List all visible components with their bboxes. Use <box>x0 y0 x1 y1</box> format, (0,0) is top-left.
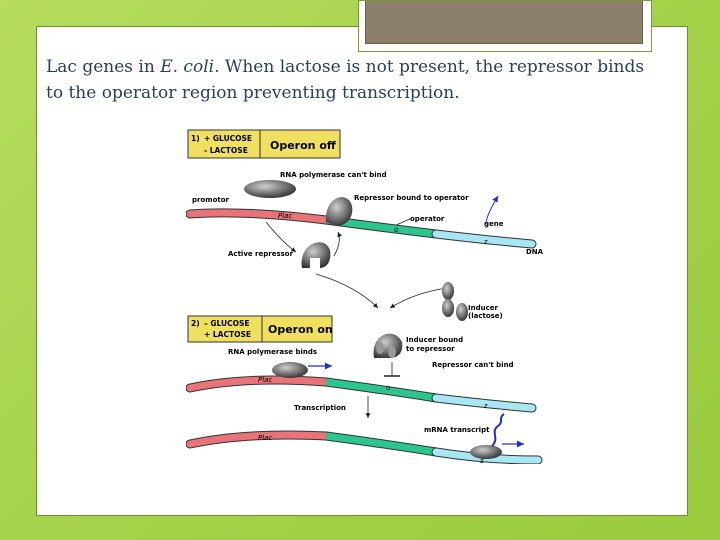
gene-mark-1: z <box>484 238 488 246</box>
inducer-bound-label: Inducer bound <box>406 336 463 344</box>
panel2-operon-on: Operon on <box>268 323 333 336</box>
rna-polymerase-3 <box>470 445 502 459</box>
transcription-label: Transcription <box>294 404 346 412</box>
inducer-label: Inducer <box>468 304 498 312</box>
slide-frame <box>36 26 688 516</box>
dna-label: DNA <box>526 248 544 256</box>
caption-text-1: Lac genes in <box>46 57 161 77</box>
to-repressor-label: to repressor <box>406 345 455 353</box>
gene-mark-3: z <box>480 457 484 464</box>
panel1-number: 1) <box>191 134 200 143</box>
panel1-label-box: 1) + GLUCOSE - LACTOSE Operon off <box>187 129 341 159</box>
mrna-strand <box>491 413 505 447</box>
rna-polymerase-1 <box>244 180 296 198</box>
rna-polymerase-2 <box>272 362 308 378</box>
mrna-transcript-label: mRNA transcript <box>424 426 490 434</box>
dna-strand-1 <box>185 208 537 249</box>
panel2-number: 2) <box>191 319 200 328</box>
promoter-label: promotor <box>192 196 230 204</box>
title-placeholder <box>365 1 643 44</box>
lac-operon-figure: 1) + GLUCOSE - LACTOSE Operon off RNA po… <box>185 126 550 465</box>
lac-operon-diagram: 1) + GLUCOSE - LACTOSE Operon off RNA po… <box>185 129 544 465</box>
operator-mark-1: o <box>394 226 398 234</box>
gene-label: gene <box>484 220 504 228</box>
operator-label: operator <box>410 215 445 223</box>
plac-label-3: Plac <box>258 434 272 442</box>
active-repressor-label: Active repressor <box>228 250 294 258</box>
repressor-bound-label: Repressor bound to operator <box>354 194 469 202</box>
slide-caption: Lac genes in E. coli. When lactose is no… <box>46 54 666 106</box>
inducer-molecule <box>456 303 468 321</box>
panel1-glucose: + GLUCOSE <box>204 134 252 143</box>
inducer-molecule <box>442 299 454 317</box>
plac-label-1: Plac <box>278 212 292 220</box>
operator-mark-2: o <box>386 384 390 392</box>
panel2-glucose: – GLUCOSE <box>204 319 250 328</box>
dna-strand-3 <box>185 430 543 465</box>
repressor-cant-bind-label: Repressor can't bind <box>432 361 514 369</box>
gene-mark-2: z <box>484 402 488 410</box>
caption-italic-ecoli: E. coli <box>160 57 215 77</box>
active-repressor <box>301 242 331 268</box>
dna-strand-2 <box>185 375 537 413</box>
plac-label-2: Plac <box>258 376 272 384</box>
title-placeholder-frame <box>358 0 652 52</box>
inducer-molecule <box>442 282 454 300</box>
panel1-operon-off: Operon off <box>270 139 336 152</box>
panel1-lactose: - LACTOSE <box>204 146 248 155</box>
caption-text-2: . When lactose is not present, the repre… <box>46 57 645 103</box>
inducer-lactose-label: (lactose) <box>468 312 503 320</box>
panel2-label-box: 2) – GLUCOSE + LACTOSE Operon on <box>187 315 333 343</box>
rnap-cant-bind-label: RNA polymerase can't bind <box>280 171 387 179</box>
repressor-bound-1 <box>325 197 353 226</box>
rnap-binds-label: RNA polymerase binds <box>228 348 317 356</box>
panel2-lactose: + LACTOSE <box>204 330 251 339</box>
